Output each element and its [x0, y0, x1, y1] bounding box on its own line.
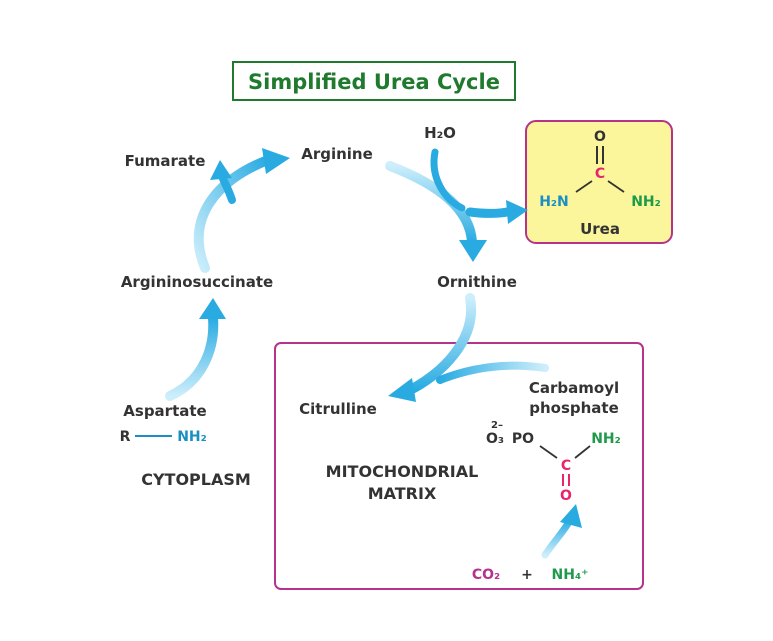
arrowhead-urea	[506, 200, 528, 224]
label-cytoplasm: CYTOPLASM	[141, 470, 251, 489]
label-aspartate: Aspartate	[123, 402, 206, 420]
label-ornithine: Ornithine	[437, 273, 517, 291]
label-argininosuccinate: Argininosuccinate	[121, 273, 273, 291]
arrow-argininosuccinate-to-arginine	[193, 155, 273, 273]
diagram-title: Simplified Urea Cycle	[248, 70, 500, 94]
aspartate-r: R	[120, 429, 131, 445]
arrowhead-carbamoyl	[560, 504, 582, 528]
label-water: H₂O	[424, 124, 456, 142]
label-matrix-line2: MATRIX	[368, 484, 437, 503]
arrowhead-argininosuccinate	[199, 298, 226, 319]
arrow-co2-nh4-to-carbamoyl	[541, 516, 574, 559]
title-box	[232, 61, 516, 101]
reactants: CO₂ + NH₄⁺	[472, 567, 589, 583]
carbamoyl-charge: 2–	[491, 420, 503, 431]
reactant-plus: +	[521, 567, 533, 583]
arrow-water-input	[430, 148, 466, 212]
urea-label: Urea	[580, 220, 620, 238]
urea-left-amine: H₂N	[539, 194, 569, 210]
label-fumarate: Fumarate	[125, 152, 206, 170]
carbamoyl-o3: O₃	[486, 431, 504, 447]
arrow-ornithine-to-citrulline	[405, 293, 477, 395]
label-citrulline: Citrulline	[299, 400, 377, 418]
urea-right-amine: NH₂	[631, 194, 661, 210]
reactant-co2: CO₂	[472, 567, 500, 583]
carbamoyl-oxygen: O	[560, 488, 572, 504]
urea-carbon: C	[595, 166, 605, 182]
urea-structure: O C H₂N NH₂ Urea	[539, 129, 661, 238]
arrow-aspartate-to-argininosuccinate	[165, 313, 219, 401]
urea-box	[525, 120, 673, 244]
arrowhead-arginine	[262, 148, 290, 174]
aspartate-nh2: NH₂	[177, 429, 207, 445]
arrow-carbamoyl-input	[436, 361, 549, 384]
reactant-nh4: NH₄⁺	[552, 567, 589, 583]
label-matrix-line1: MITOCHONDRIAL	[326, 462, 479, 481]
carbamoyl-po: PO	[512, 431, 534, 447]
carbamoyl-carbon: C	[561, 458, 571, 474]
carbamoyl-phosphate-structure: 2– O₃ PO NH₂ C O	[486, 420, 621, 504]
arrowhead-citrulline	[388, 378, 416, 402]
arrowhead-fumarate	[210, 160, 232, 180]
label-carbamoyl-line2: phosphate	[529, 399, 619, 417]
carbamoyl-nh2: NH₂	[591, 431, 621, 447]
label-carbamoyl-line1: Carbamoyl	[529, 379, 619, 397]
urea-oxygen: O	[594, 129, 606, 145]
arrowhead-ornithine	[459, 240, 487, 262]
label-arginine: Arginine	[301, 145, 373, 163]
arrow-to-urea	[465, 206, 517, 218]
aspartate-formula: R NH₂	[120, 429, 207, 445]
